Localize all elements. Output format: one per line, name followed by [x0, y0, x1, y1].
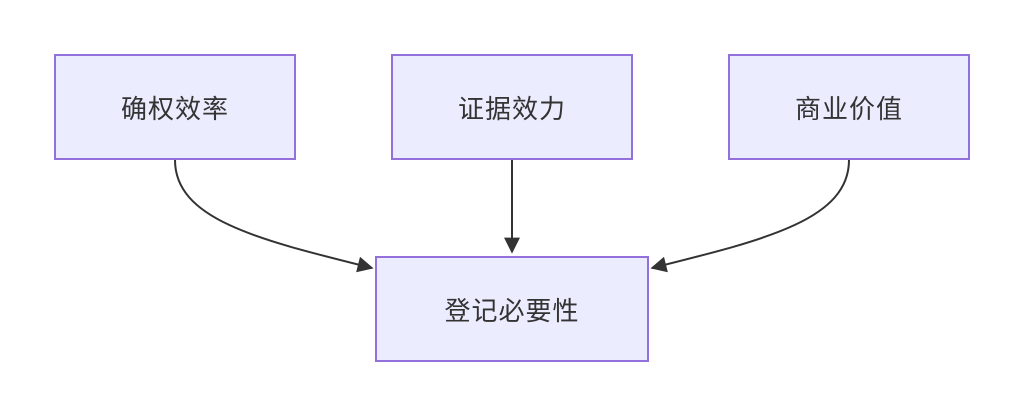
node-commercial-value: 商业价值 [728, 54, 970, 160]
node-evidence-validity: 证据效力 [391, 54, 633, 160]
node-label: 登记必要性 [444, 296, 580, 327]
edge-n3-to-n4 [650, 159, 850, 273]
node-registration-necessity: 登记必要性 [375, 256, 649, 362]
node-label: 确权效率 [120, 94, 229, 125]
node-confirmation-efficiency: 确权效率 [54, 54, 296, 160]
node-label: 证据效力 [457, 94, 566, 125]
node-label: 商业价值 [794, 94, 903, 125]
edge-n1-to-n4 [174, 159, 374, 273]
